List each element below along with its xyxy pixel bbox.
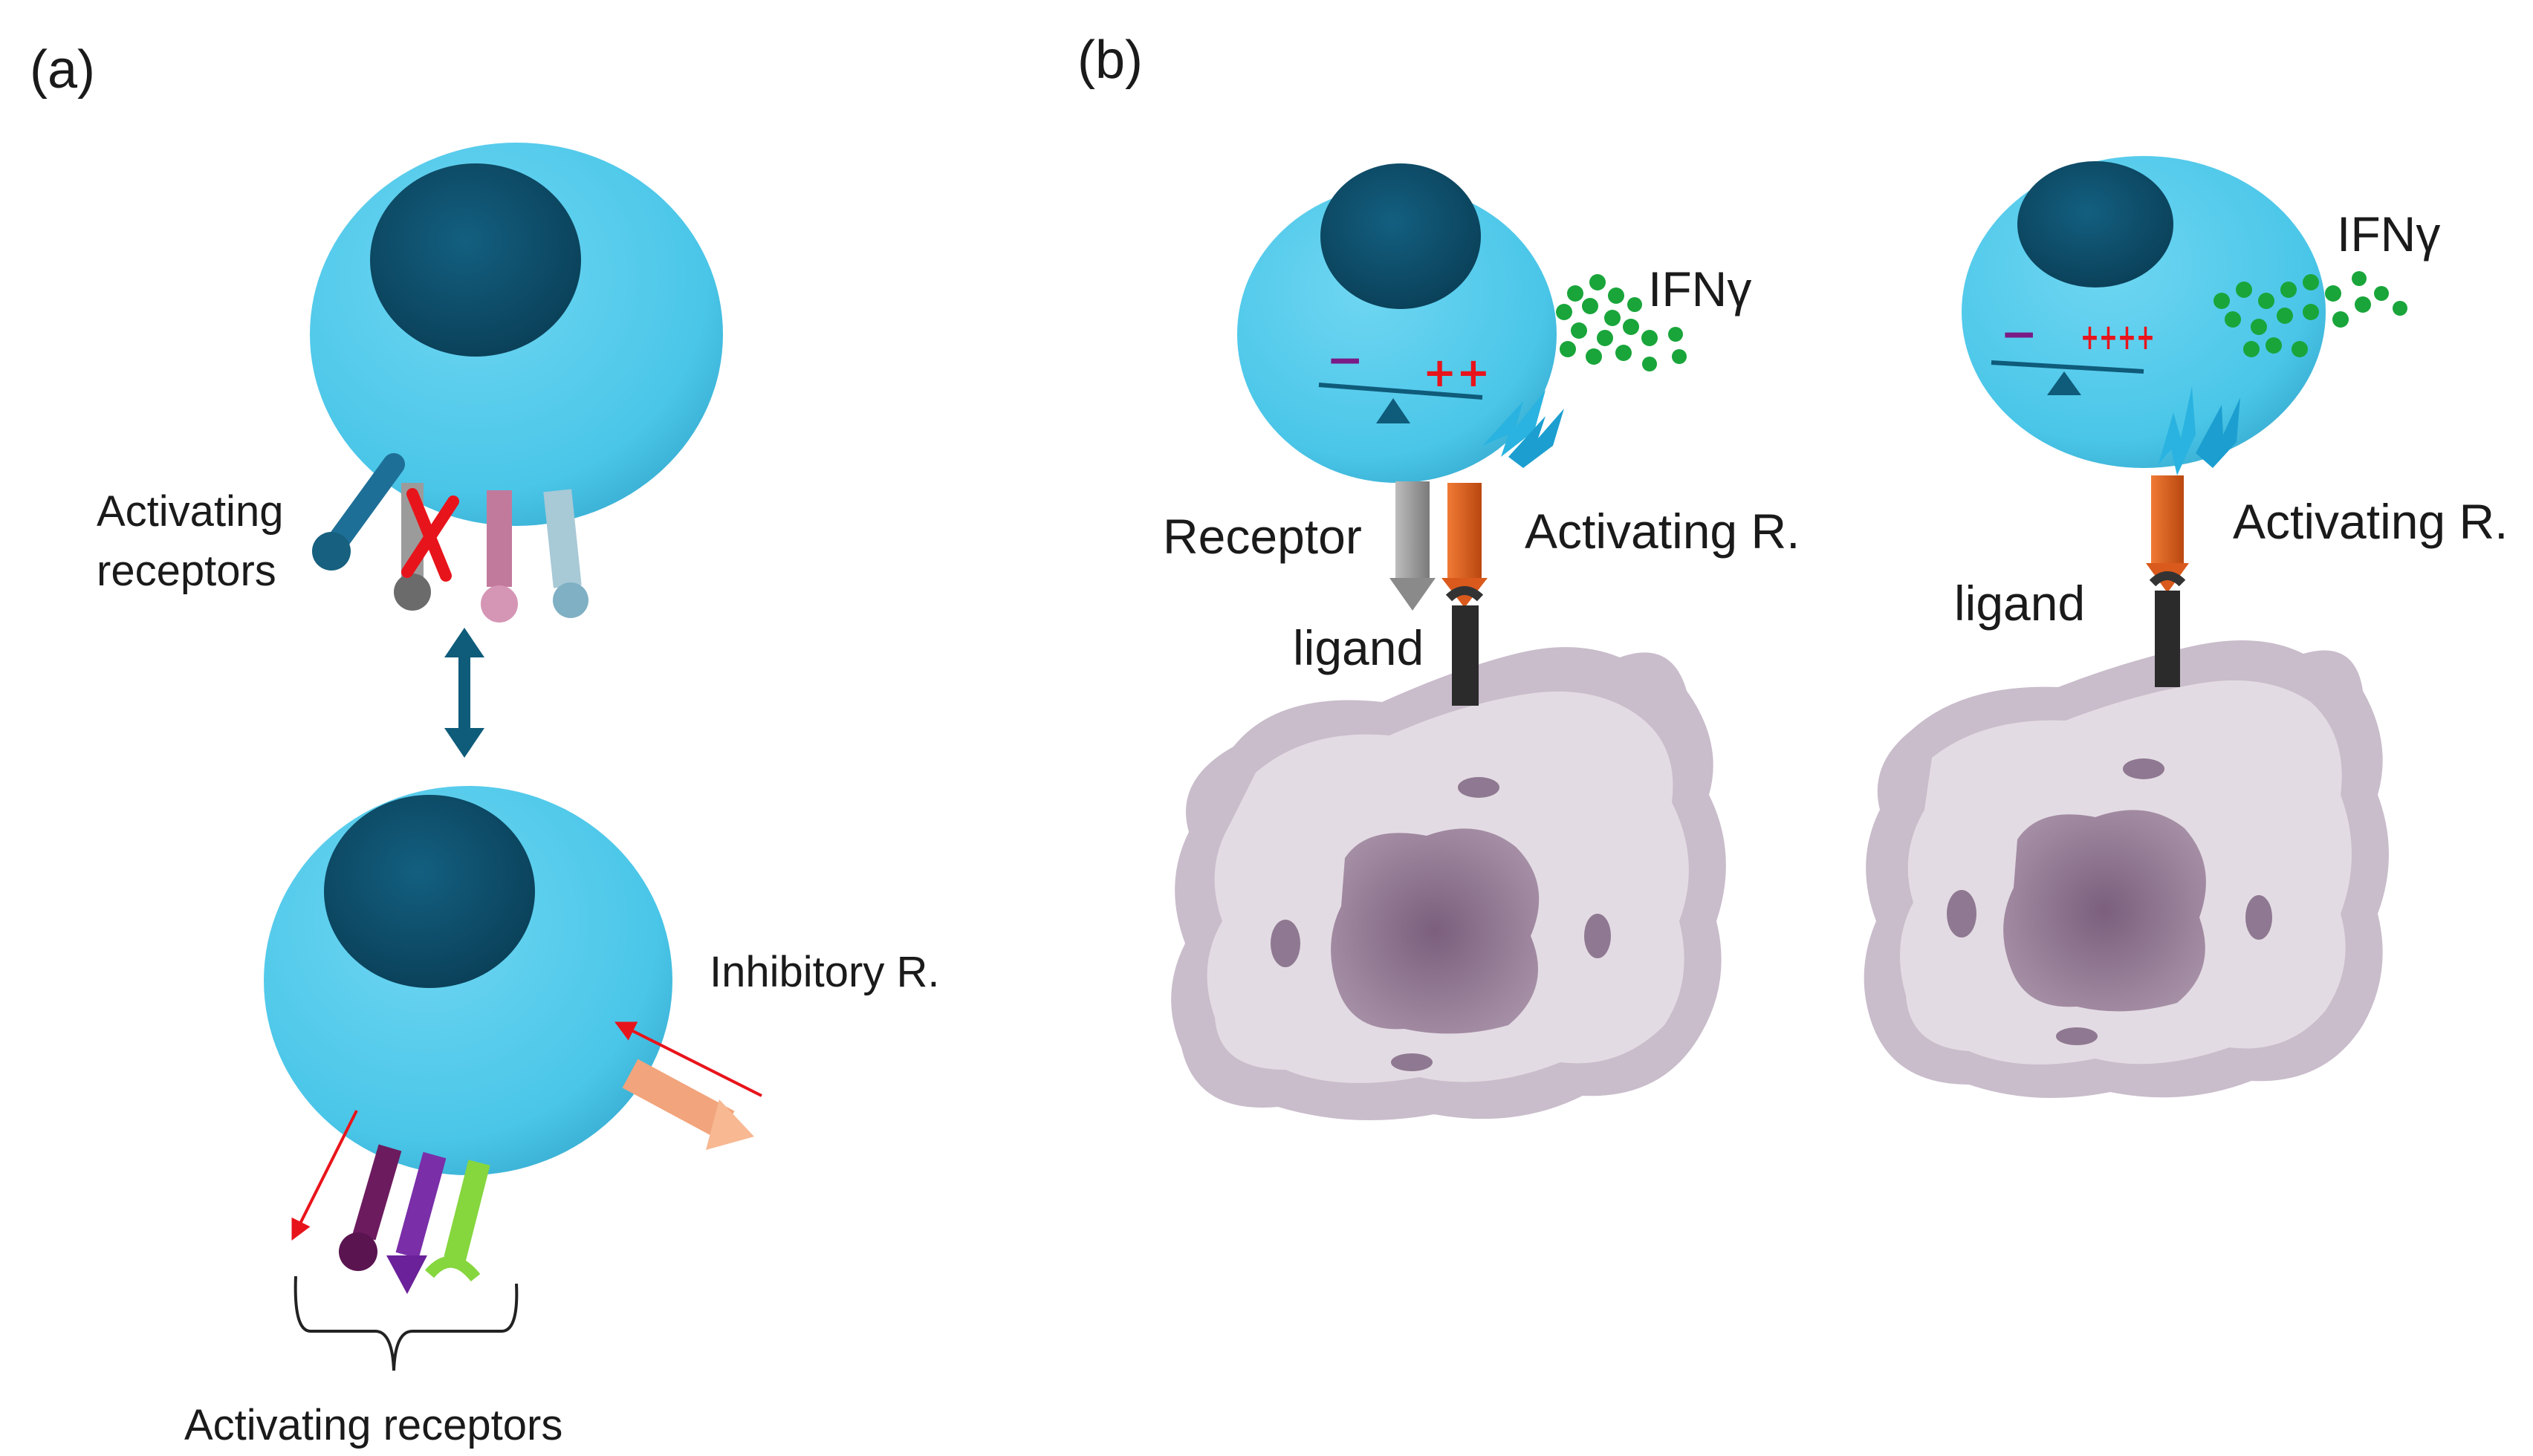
lower-activating-receptors bbox=[291, 1110, 490, 1294]
nucleus-upper bbox=[370, 163, 581, 357]
brace-icon bbox=[293, 1275, 519, 1371]
nk-cell-b-right: − ++++ bbox=[1962, 156, 2407, 475]
nucleus-b-right bbox=[2017, 161, 2173, 287]
tumor-nucleus-left bbox=[1331, 828, 1540, 1034]
ifn-dots-right bbox=[2213, 271, 2407, 357]
inhibitory-label: Inhibitory R. bbox=[710, 948, 939, 996]
nk-cell-upper bbox=[310, 143, 723, 526]
balance-plus-left: ++ bbox=[1423, 349, 1491, 396]
inhibitory-red-arrow bbox=[614, 1021, 762, 1097]
inhibitory-receptor bbox=[622, 1059, 754, 1150]
tumor-cell-right bbox=[1864, 640, 2389, 1098]
activating-receptor-left bbox=[1441, 483, 1488, 608]
panel-a-label: (a) bbox=[30, 40, 95, 100]
activating-receptor-right bbox=[2146, 475, 2189, 593]
receptor-lightblue bbox=[543, 489, 588, 618]
ligand-left bbox=[1445, 586, 1484, 706]
tumor-nucleus-right bbox=[2003, 810, 2206, 1012]
nucleus-b-left bbox=[1320, 163, 1481, 309]
balance-minus-left: − bbox=[1326, 334, 1363, 386]
nk-cell-lower bbox=[264, 786, 672, 1175]
balance-plus-right: ++++ bbox=[2080, 316, 2155, 358]
ligand-right bbox=[2149, 571, 2186, 687]
receptor-violet bbox=[386, 1151, 447, 1294]
panel-b-label: (b) bbox=[1077, 30, 1143, 90]
activating-receptors-lower: Activating receptors bbox=[184, 1401, 562, 1449]
ligand-label-left: ligand bbox=[1293, 620, 1424, 675]
ifn-label-left: IFNγ bbox=[1648, 261, 1751, 316]
nucleus-lower bbox=[324, 795, 535, 988]
signal-bolts-left bbox=[1482, 390, 1564, 468]
nk-cell-b-left: − ++ bbox=[1237, 163, 1687, 483]
activating-receptor-tilted bbox=[312, 453, 405, 571]
balance-scale-left bbox=[1318, 383, 1483, 423]
activating-label-right: Activating R. bbox=[2233, 494, 2508, 549]
ifn-label-right: IFNγ bbox=[2337, 207, 2440, 261]
tumor-cell-left bbox=[1171, 647, 1726, 1120]
activating-label-left: Activating R. bbox=[1525, 504, 1800, 559]
activating-receptors-upper-line2: receptors bbox=[97, 547, 276, 595]
receptor-green bbox=[424, 1160, 490, 1282]
receptor-label-left: Receptor bbox=[1163, 509, 1362, 564]
blocked-x-icon bbox=[401, 488, 459, 582]
ligand-label-right: ligand bbox=[1954, 576, 2085, 631]
receptor-dark-purple bbox=[339, 1144, 402, 1271]
balance-minus-right: − bbox=[2000, 308, 2037, 360]
ifn-dots-left bbox=[1556, 274, 1687, 371]
balance-scale-right bbox=[1991, 360, 2144, 395]
receptor-pink bbox=[481, 490, 518, 623]
upper-receptors bbox=[312, 453, 588, 623]
signal-bolts-right bbox=[2159, 386, 2240, 475]
double-arrow-icon bbox=[444, 628, 484, 758]
grey-receptor-left bbox=[1389, 481, 1436, 611]
activating-receptors-upper-line1: Activating bbox=[97, 487, 283, 536]
activating-red-arrow bbox=[291, 1110, 358, 1241]
